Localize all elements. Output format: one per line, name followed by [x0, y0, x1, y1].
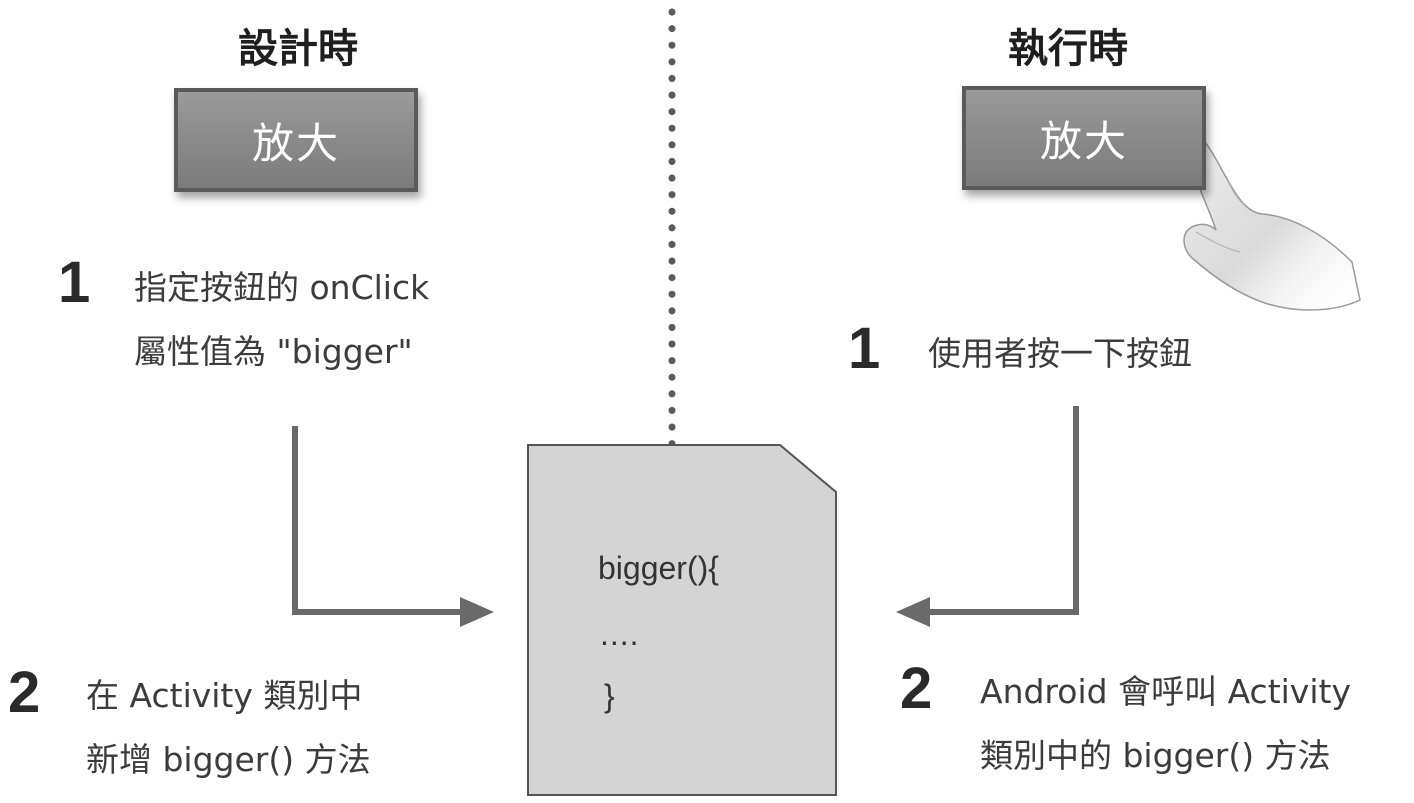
right-arrow-line — [922, 406, 1079, 615]
left-step-2-line-1: 在 Activity 類別中 — [86, 676, 363, 715]
right-step-2-line-1: Android 會呼叫 Activity — [980, 672, 1351, 711]
left-step-2-number: 2 — [8, 660, 41, 725]
left-heading: 設計時 — [238, 26, 358, 72]
left-step-1-description: 指定按鈕的 onClick 屬性值為 "bigger" — [134, 256, 429, 384]
left-arrowhead — [460, 597, 494, 627]
right-heading: 執行時 — [1008, 26, 1128, 72]
left-step-2-line-2: 新增 bigger() 方法 — [86, 740, 371, 779]
code-line-body: .... — [600, 616, 640, 652]
zoom-button-runtime[interactable]: 放大 — [962, 86, 1206, 190]
right-step-2-description: Android 會呼叫 Activity 類別中的 bigger() 方法 — [980, 660, 1351, 788]
left-step-2-description: 在 Activity 類別中 新增 bigger() 方法 — [86, 664, 371, 792]
code-file-shape — [527, 444, 837, 796]
left-step-1-line-2: 屬性值為 "bigger" — [134, 332, 413, 371]
right-arrowhead — [896, 597, 930, 627]
right-step-1-description: 使用者按一下按鈕 — [928, 322, 1192, 386]
left-arrow-line — [292, 426, 468, 615]
left-step-1-number: 1 — [58, 250, 91, 315]
code-line-signature: bigger(){ — [598, 550, 719, 586]
code-line-close: } — [604, 678, 615, 714]
right-step-2-number: 2 — [900, 656, 933, 721]
right-step-1-line-1: 使用者按一下按鈕 — [928, 334, 1192, 373]
left-step-1-line-1: 指定按鈕的 onClick — [134, 268, 430, 307]
right-step-2-line-2: 類別中的 bigger() 方法 — [980, 736, 1331, 775]
right-step-1-number: 1 — [848, 316, 881, 381]
zoom-button-design[interactable]: 放大 — [174, 88, 418, 192]
pointing-hand-icon — [1172, 120, 1361, 311]
